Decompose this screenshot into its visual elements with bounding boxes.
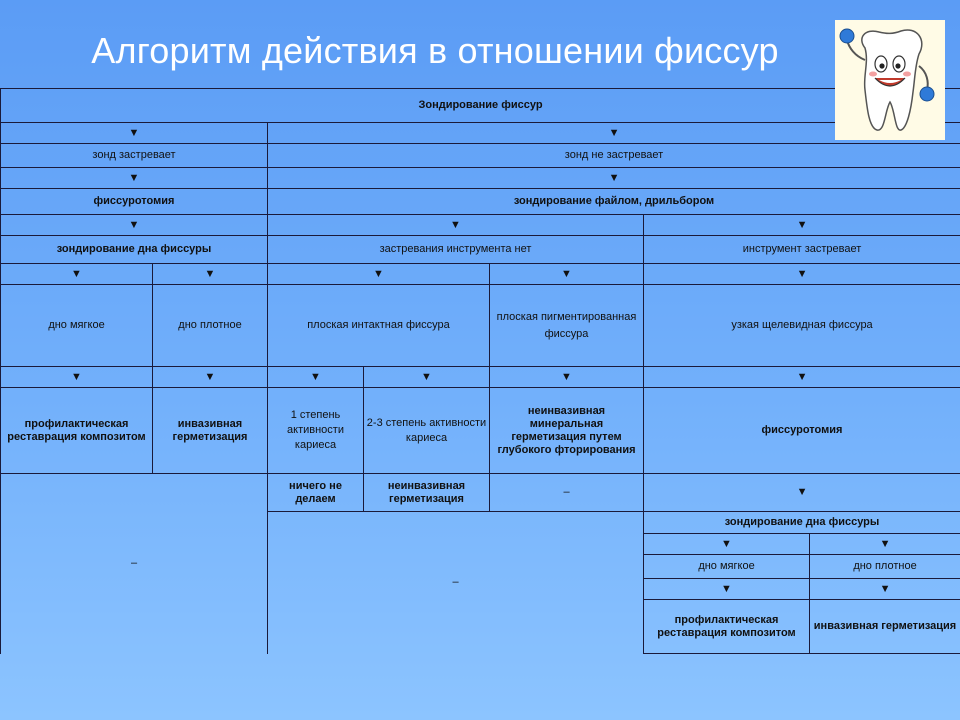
arrow-cell: ▼	[0, 366, 153, 388]
arrow-cell: ▼	[152, 366, 268, 388]
arrow-cell: ▼	[642, 263, 960, 285]
cell-hard-bottom-2: дно плотное	[808, 554, 960, 579]
arrow-cell: ▼	[643, 578, 810, 600]
arrow-cell: ▼	[363, 366, 490, 388]
arrow-cell: ▼	[152, 263, 268, 285]
cell-caries-1: 1 степень активности кариеса	[267, 387, 364, 474]
arrow-cell: ▼	[0, 167, 268, 189]
cell-fissurotomy: фиссуротомия	[0, 188, 268, 215]
cell-dash-left: –	[0, 473, 268, 654]
cell-hard-bottom: дно плотное	[152, 284, 268, 367]
cell-probing-bottom: зондирование дна фиссуры	[0, 235, 268, 264]
tooth-mascot-icon	[835, 20, 945, 140]
cell-caries-23: 2-3 степень активности кариеса	[363, 387, 490, 474]
cell-do-nothing: ничего не делаем	[267, 473, 364, 512]
arrow-cell: ▼	[642, 214, 960, 236]
cell-prophylactic-2: профилактическая реставрация композитом	[643, 599, 810, 654]
arrow-cell: ▼	[267, 214, 644, 236]
arrow-cell: ▼	[0, 263, 153, 285]
arrow-cell: ▼	[266, 167, 960, 189]
cell-invasive-2: инвазивная герметизация	[808, 599, 960, 654]
cell-no-stuck: застревания инструмента нет	[267, 235, 644, 264]
cell-prophylactic: профилактическая реставрация композитом	[0, 387, 153, 474]
cell-dash-center: –	[267, 511, 644, 654]
cell-tool-stuck: инструмент застревает	[642, 235, 960, 264]
page-title: Алгоритм действия в отношении фиссур	[91, 30, 779, 71]
cell-invasive: инвазивная герметизация	[152, 387, 268, 474]
arrow-cell: ▼	[808, 578, 960, 600]
arrow-cell: ▼	[267, 366, 364, 388]
cell-noninvasive: неинвазивная герметизация	[363, 473, 490, 512]
cell-noninvasive-mineral: неинвазивная минеральная герметизация пу…	[489, 387, 644, 474]
arrow-cell: ▼	[643, 533, 810, 555]
cell-probe-not-stuck: зонд не застревает	[266, 143, 960, 168]
algorithm-table: Зондирование фиссур ▼ ▼ зонд застревает …	[0, 88, 960, 654]
arrow-cell: ▼	[0, 122, 268, 144]
cell-fissurotomy-b: фиссуротомия	[642, 387, 960, 474]
arrow-cell: ▼	[489, 263, 644, 285]
arrow-cell: ▼	[267, 263, 490, 285]
arrow-cell: ▼	[0, 214, 268, 236]
cell-probing-file: зондирование файлом, дрильбором	[266, 188, 960, 215]
cell-probing: Зондирование фиссур	[0, 88, 960, 123]
arrow-cell: ▼	[489, 366, 644, 388]
cell-soft-bottom: дно мягкое	[0, 284, 153, 367]
arrow-cell: ▼	[808, 533, 960, 555]
cell-soft-bottom-2: дно мягкое	[643, 554, 810, 579]
cell-probe-stuck: зонд застревает	[0, 143, 268, 168]
arrow-cell: ▼	[642, 366, 960, 388]
cell-dash-mid: –	[489, 473, 644, 512]
cell-flat-intact: плоская интактная фиссура	[267, 284, 490, 367]
cell-probing-bottom-2: зондирование дна фиссуры	[642, 511, 960, 534]
cell-flat-pigmented: плоская пигментированная фиссура	[489, 284, 644, 367]
arrow-cell: ▼	[642, 473, 960, 512]
cell-narrow-slit: узкая щелевидная фиссура	[642, 284, 960, 367]
